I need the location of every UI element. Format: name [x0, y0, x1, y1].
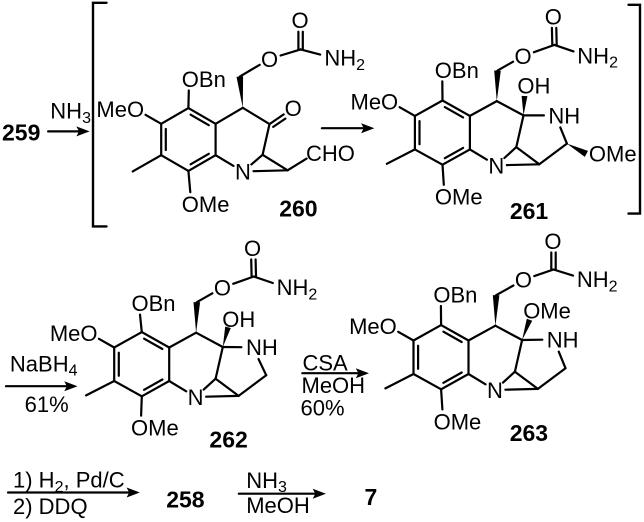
svg-text:NH2: NH2: [324, 46, 365, 74]
svg-text:NH: NH: [548, 103, 580, 128]
svg-text:O: O: [515, 44, 532, 69]
svg-text:61%: 61%: [25, 392, 69, 417]
svg-text:NH: NH: [246, 335, 278, 360]
svg-text:60%: 60%: [301, 396, 345, 421]
svg-text:OMe: OMe: [434, 409, 482, 434]
svg-text:O: O: [214, 276, 231, 301]
svg-text:OBn: OBn: [435, 58, 479, 83]
svg-text:O: O: [244, 236, 261, 261]
svg-text:O: O: [285, 96, 302, 121]
svg-text:2) DDQ: 2) DDQ: [13, 494, 88, 519]
svg-text:O: O: [515, 268, 532, 293]
svg-text:OBn: OBn: [182, 67, 226, 92]
svg-text:260: 260: [279, 196, 317, 222]
svg-text:258: 258: [166, 486, 205, 512]
svg-text:CSA: CSA: [303, 351, 349, 376]
svg-text:7: 7: [365, 484, 378, 510]
svg-text:MeOH: MeOH: [246, 493, 310, 518]
svg-text:O: O: [261, 47, 278, 72]
svg-text:CHO: CHO: [306, 141, 355, 166]
svg-text:N: N: [487, 378, 503, 403]
svg-text:MeOH: MeOH: [302, 373, 366, 398]
svg-text:261: 261: [510, 198, 549, 224]
svg-text:NaBH4: NaBH4: [10, 351, 78, 379]
svg-text:MeO: MeO: [96, 97, 144, 122]
svg-text:OMe: OMe: [131, 416, 179, 441]
svg-text:N: N: [488, 153, 504, 178]
svg-text:OBn: OBn: [132, 291, 176, 316]
svg-text:O: O: [545, 4, 562, 29]
svg-text:MeO: MeO: [349, 314, 397, 339]
svg-text:NH: NH: [547, 328, 579, 353]
svg-text:OBn: OBn: [433, 282, 477, 307]
svg-text:1) H2, Pd/C: 1) H2, Pd/C: [13, 468, 125, 496]
svg-text:OMe: OMe: [523, 298, 571, 323]
svg-text:262: 262: [209, 426, 247, 452]
svg-text:OH: OH: [222, 307, 255, 332]
svg-text:259: 259: [2, 119, 40, 145]
svg-text:N: N: [188, 385, 204, 410]
svg-text:OH: OH: [517, 74, 550, 99]
svg-text:N: N: [235, 159, 251, 184]
svg-text:263: 263: [510, 420, 548, 446]
svg-text:OMe: OMe: [182, 192, 230, 217]
svg-text:O: O: [544, 229, 561, 254]
svg-text:OMe: OMe: [589, 141, 637, 166]
svg-text:O: O: [291, 8, 308, 33]
svg-text:MeO: MeO: [50, 321, 98, 346]
svg-text:MeO: MeO: [351, 89, 399, 114]
svg-text:OMe: OMe: [435, 185, 483, 210]
